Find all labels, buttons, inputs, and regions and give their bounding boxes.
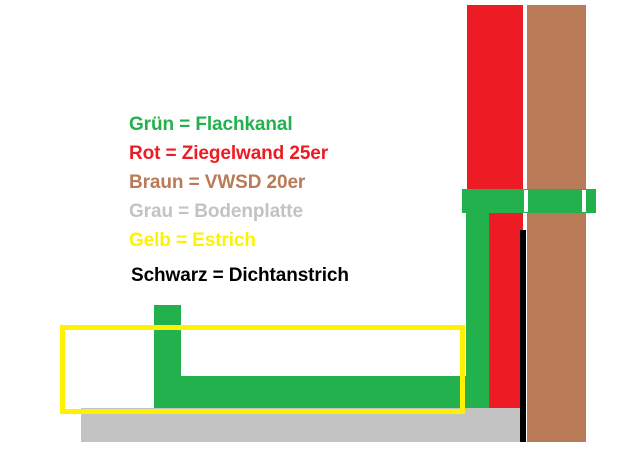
duct-separator-1 bbox=[524, 190, 528, 212]
legend-item-red: Rot = Ziegelwand 25er bbox=[129, 143, 329, 164]
legend-item-yellow: Gelb = Estrich bbox=[129, 230, 256, 251]
screed-outline-yellow bbox=[60, 325, 465, 414]
flat-duct-outlet bbox=[154, 305, 181, 408]
flat-duct-riser bbox=[466, 189, 489, 408]
legend-item-black: Schwarz = Dichtanstrich bbox=[131, 265, 349, 286]
insulation-brown bbox=[527, 5, 586, 442]
duct-separator-2 bbox=[582, 190, 586, 212]
legend-item-gray: Grau = Bodenplatte bbox=[129, 201, 303, 222]
legend-item-green: Grün = Flachkanal bbox=[129, 114, 293, 135]
sealing-coat-black bbox=[520, 230, 526, 442]
flat-duct-floor-run bbox=[154, 376, 489, 408]
legend-item-brown: Braun = VWSD 20er bbox=[129, 172, 306, 193]
legend: Grün = Flachkanal Rot = Ziegelwand 25er … bbox=[129, 110, 349, 290]
